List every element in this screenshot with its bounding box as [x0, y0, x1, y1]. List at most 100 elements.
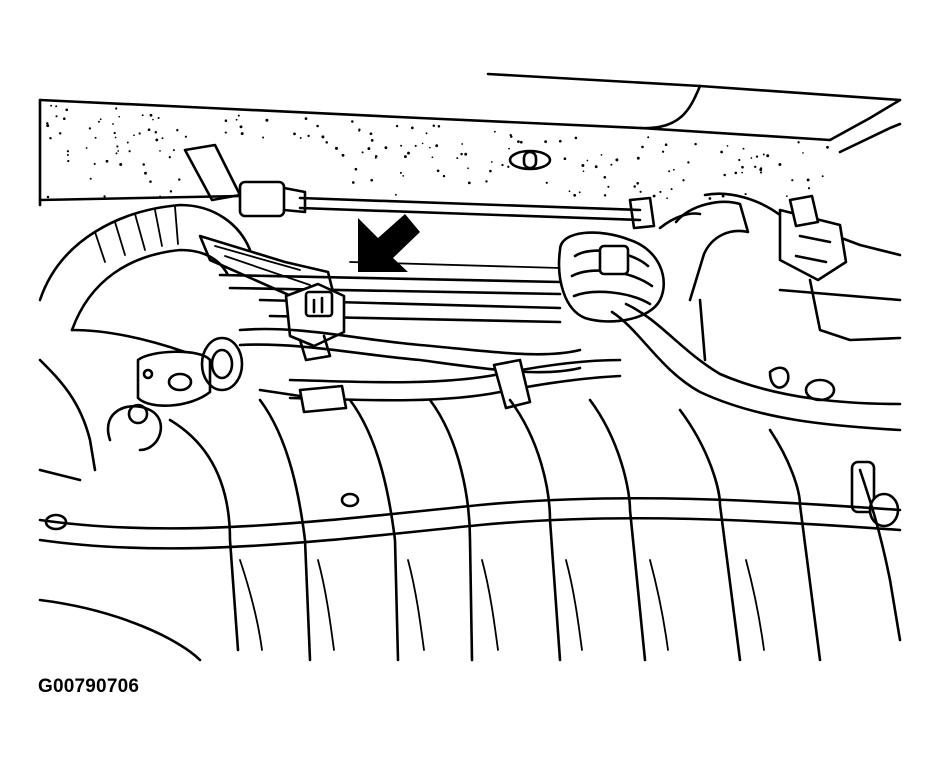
stipple-dot — [687, 161, 690, 164]
stipple-dot — [574, 136, 578, 140]
stipple-dot — [755, 155, 759, 158]
stipple-dot — [367, 147, 371, 151]
stipple-dot — [240, 132, 244, 136]
stipple-dot — [429, 146, 431, 149]
stipple-dot — [184, 135, 187, 138]
stipple-dot — [115, 152, 118, 155]
stipple-dot — [149, 180, 152, 183]
stipple-dot — [431, 156, 434, 159]
stipple-dot — [501, 163, 504, 167]
firewall-panel — [38, 72, 902, 207]
stipple-dot — [461, 143, 464, 145]
stipple-dot — [63, 117, 66, 120]
stipple-dot — [754, 165, 757, 169]
stipple-dot — [666, 197, 668, 200]
stipple-dot — [821, 175, 824, 178]
stipple-dot — [672, 168, 675, 171]
stipple-dot — [50, 104, 53, 107]
stipple-dot — [741, 171, 743, 174]
stipple-dot — [493, 130, 496, 133]
stipple-dot — [802, 152, 804, 154]
stipple-dot — [128, 150, 131, 153]
stipple-dot — [304, 117, 308, 120]
stipple-dot — [489, 169, 492, 173]
stipple-dot — [573, 193, 577, 197]
stipple-dot — [395, 124, 399, 128]
stipple-dot — [436, 169, 440, 173]
stipple-dot — [519, 140, 523, 144]
stipple-dot — [586, 159, 589, 162]
stipple-dot — [168, 156, 171, 159]
stipple-dot — [46, 195, 50, 199]
stipple-dot — [142, 163, 145, 166]
stipple-dot — [394, 193, 397, 196]
stipple-dot — [659, 190, 662, 193]
stipple-dot — [558, 139, 562, 143]
stipple-dot — [149, 113, 153, 117]
stipple-dot — [361, 151, 364, 154]
stipple-dot — [55, 105, 58, 108]
stipple-dot — [766, 154, 770, 158]
stipple-dot — [607, 185, 610, 188]
stipple-dot — [582, 170, 585, 173]
stipple-dot — [114, 136, 117, 139]
stipple-dot — [358, 128, 361, 131]
stipple-dot — [425, 132, 428, 135]
stipple-dot — [421, 142, 424, 145]
stipple-dot — [664, 143, 668, 146]
stipple-dot — [94, 136, 97, 139]
stipple-dot — [738, 158, 741, 162]
stipple-dot — [734, 171, 738, 175]
stipple-dot — [141, 114, 144, 117]
stipple-dot — [224, 131, 227, 134]
stipple-dot — [786, 195, 788, 197]
stipple-dot — [374, 156, 377, 159]
stipple-dot — [636, 156, 640, 160]
stipple-dot — [224, 119, 228, 122]
sensor-assembly-right — [768, 194, 902, 528]
stipple-dot — [432, 124, 436, 128]
stipple-dot — [399, 171, 402, 174]
stipple-dot — [293, 132, 296, 136]
stipple-dot — [49, 136, 52, 140]
engine-compartment-illustration — [38, 72, 902, 662]
stipple-dot — [105, 159, 109, 163]
arrow-pointer-icon — [358, 214, 420, 272]
stipple-dot — [93, 162, 96, 165]
stipple-dot — [636, 181, 640, 185]
stipple-dot — [370, 178, 374, 182]
heater-hose-right — [610, 192, 902, 432]
stipple-dot — [460, 152, 463, 156]
stipple-dot — [262, 136, 265, 139]
stipple-dot — [759, 171, 763, 174]
stipple-dot — [46, 122, 49, 125]
stipple-dot — [467, 167, 469, 170]
stipple-dot — [321, 135, 325, 139]
stipple-dot — [741, 165, 744, 169]
stipple-dot — [744, 193, 747, 196]
stipple-dot — [138, 132, 141, 135]
stipple-dot — [603, 194, 607, 197]
stipple-dot — [172, 149, 175, 152]
stipple-dot — [435, 144, 439, 148]
stipple-dot — [99, 118, 102, 121]
stipple-dot — [402, 175, 405, 177]
stipple-dot — [144, 171, 147, 175]
stipple-dot — [67, 159, 70, 163]
stipple-dot — [176, 129, 179, 132]
stipple-dot — [639, 190, 642, 193]
stipple-dot — [615, 158, 619, 162]
stipple-dot — [652, 194, 656, 198]
stipple-dot — [152, 118, 154, 121]
stipple-dot — [633, 185, 636, 188]
stipple-dot — [694, 142, 697, 146]
stipple-dot — [55, 115, 58, 118]
stipple-dot — [778, 163, 782, 166]
stipple-dot — [578, 191, 581, 194]
stipple-dot — [159, 150, 161, 152]
stipple-dot — [806, 178, 810, 182]
stipple-dot — [85, 147, 88, 149]
stipple-dot — [369, 132, 373, 136]
stipple-dot — [456, 157, 459, 160]
figure-id-label: G00790706 — [38, 676, 140, 697]
